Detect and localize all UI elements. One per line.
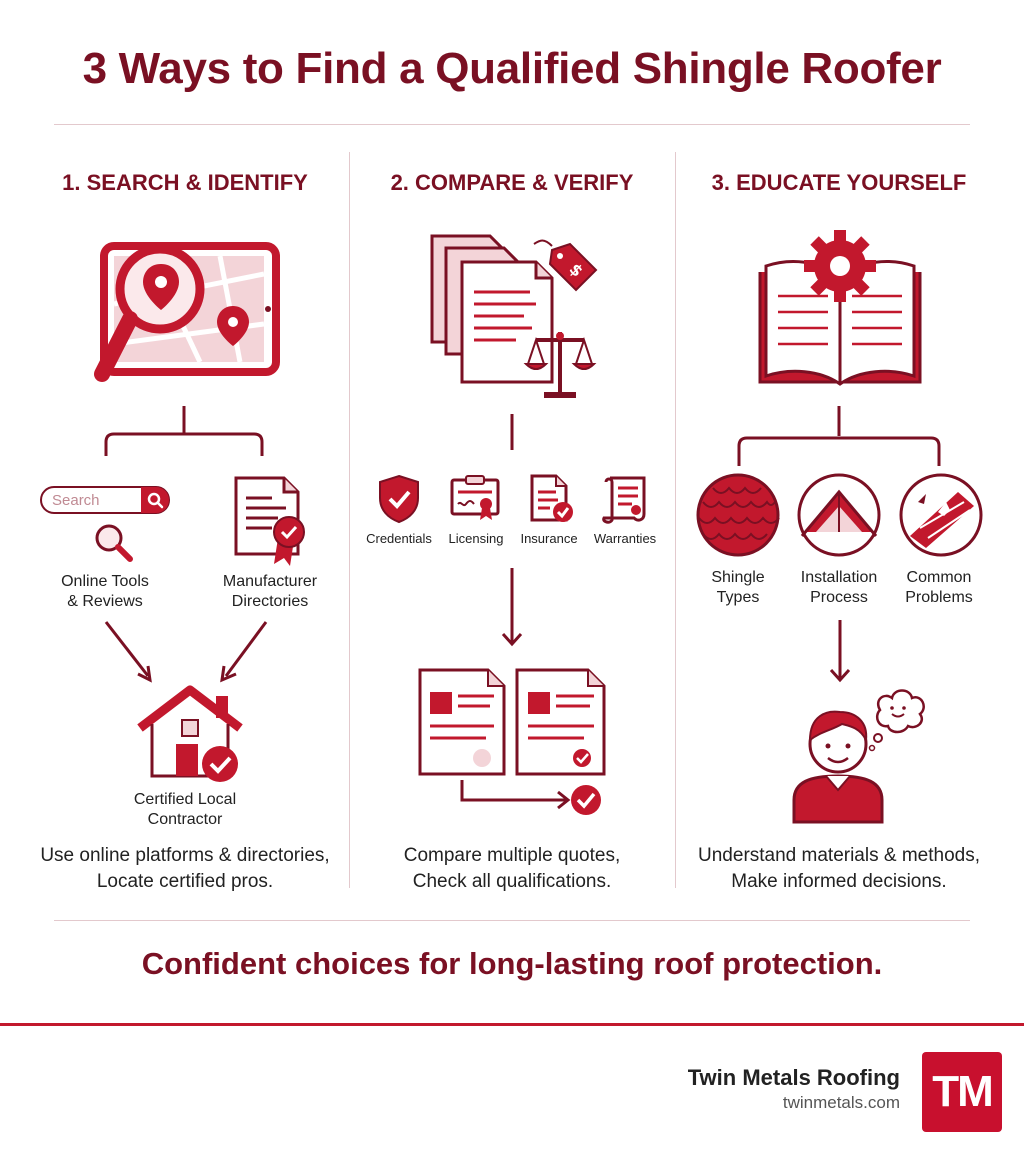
house-check-icon (137, 685, 243, 782)
search-button[interactable] (141, 487, 169, 513)
quote-documents-icon (418, 668, 606, 815)
brand-url[interactable]: twinmetals.com (782, 1093, 900, 1112)
search-icon (147, 492, 164, 509)
map-tablet-icon (94, 242, 280, 382)
roof-icon (797, 473, 881, 557)
brand-logo: TM (922, 1052, 1002, 1132)
magnifier-icon (95, 524, 133, 562)
search-placeholder: Search (52, 492, 100, 509)
column-3-description: Understand materials & methods, Make inf… (698, 845, 980, 892)
license-certificate-icon (450, 475, 500, 520)
column-1-heading: 1. SEARCH & IDENTIFY (62, 170, 308, 195)
result-label-certified-contractor: Certified Local Contractor (133, 791, 237, 828)
shingles-icon (696, 473, 780, 557)
check-label-warranties: Warranties (593, 531, 657, 546)
book-gear-icon (758, 230, 922, 386)
branch-label-manufacturer: Manufacturer Directories (222, 573, 318, 610)
search-input[interactable]: Search (40, 486, 170, 514)
warranty-scroll-icon (602, 476, 646, 524)
vertical-connector-2a (510, 414, 514, 450)
topic-label-shingle-types: Shingle Types (711, 569, 765, 606)
brand-block: Twin Metals Roofing twinmetals.com (688, 1065, 900, 1113)
documents-price-tag-icon: $ (430, 234, 598, 398)
insurance-document-icon (530, 474, 573, 522)
column-2-description: Compare multiple quotes, Check all quali… (403, 845, 621, 892)
top-divider (54, 124, 970, 125)
check-label-insurance: Insurance (520, 531, 578, 546)
column-1-description: Use online platforms & directories, Loca… (40, 845, 330, 892)
damaged-roof-icon (899, 473, 983, 557)
tagline: Confident choices for long-lasting roof … (141, 946, 883, 981)
topic-label-installation: Installation Process (800, 569, 878, 606)
column-divider-2 (675, 152, 676, 888)
down-arrow-2 (501, 568, 523, 647)
branch-label-online-tools: Online Tools & Reviews (61, 573, 149, 610)
branch-connector-3 (737, 406, 941, 466)
footer-bar (0, 1023, 1024, 1026)
document-badge-icon (234, 476, 305, 566)
shield-check-icon (379, 474, 419, 524)
page-title: 3 Ways to Find a Qualified Shingle Roofe… (82, 44, 942, 93)
branch-connector-1 (104, 406, 264, 456)
column-divider-1 (349, 152, 350, 888)
brand-name: Twin Metals Roofing (687, 1065, 900, 1090)
column-3-heading: 3. EDUCATE YOURSELF (711, 170, 967, 195)
check-label-credentials: Credentials (366, 531, 432, 546)
bottom-divider (54, 920, 970, 921)
check-label-licensing: Licensing (448, 531, 504, 546)
person-thinking-icon (792, 689, 925, 824)
down-arrow-3 (829, 620, 851, 683)
converging-arrows (104, 621, 268, 683)
column-2-heading: 2. COMPARE & VERIFY (390, 170, 634, 195)
topic-label-common-problems: Common Problems (905, 569, 973, 606)
